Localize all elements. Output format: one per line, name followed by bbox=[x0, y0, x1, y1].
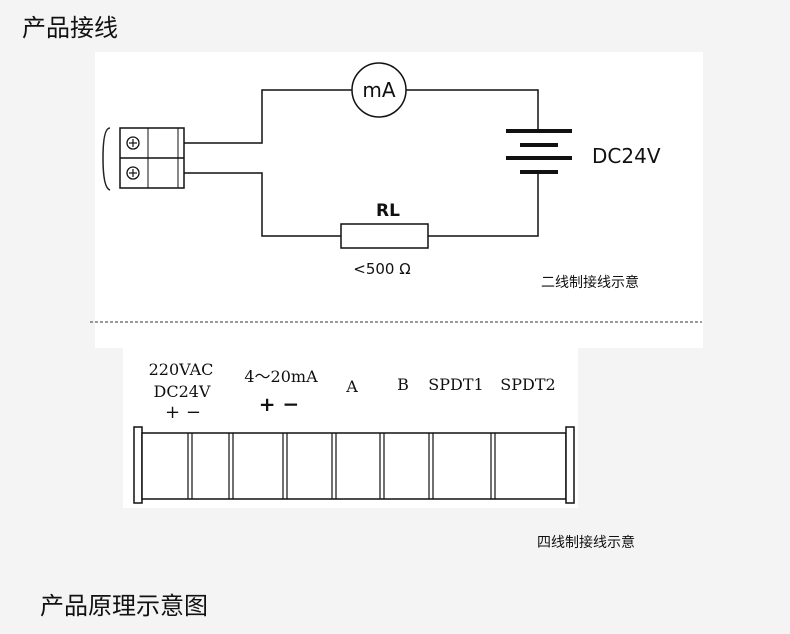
battery-symbol bbox=[506, 129, 572, 174]
bracket bbox=[102, 127, 111, 191]
terminal-polarity-signal: + − bbox=[259, 392, 299, 416]
resistor-symbol bbox=[340, 223, 429, 249]
strip-end-cap-right bbox=[565, 426, 575, 504]
resistor-value: <500 Ω bbox=[353, 260, 410, 278]
terminal-label-power: 220VAC bbox=[149, 360, 214, 379]
terminal-label-b: B bbox=[397, 375, 409, 394]
bottom-title: 产品原理示意图 bbox=[40, 592, 208, 620]
wire-bottom-right bbox=[428, 173, 539, 237]
meter-label: mA bbox=[362, 78, 395, 102]
resistor-label: RL bbox=[376, 201, 400, 221]
terminal-block bbox=[119, 127, 185, 189]
strip-body bbox=[141, 432, 567, 500]
terminal-label-signal: 4～20mA bbox=[244, 367, 318, 386]
wire-top bbox=[184, 89, 352, 144]
terminal-label-spdt2: SPDT2 bbox=[500, 375, 555, 394]
terminal-polarity-power: + − bbox=[165, 402, 201, 423]
terminal-label-power-dc: DC24V bbox=[154, 382, 211, 401]
terminal-label-spdt1: SPDT1 bbox=[428, 375, 483, 394]
terminal-label-a: A bbox=[345, 377, 358, 396]
milliammeter-symbol bbox=[351, 62, 407, 118]
four-wire-strip: 220VAC DC24V + − 4～20mA + − A B SPDT1 SP… bbox=[133, 360, 635, 551]
page-title: 产品接线 bbox=[22, 14, 118, 42]
supply-label: DC24V bbox=[592, 144, 661, 168]
terminal-dividers bbox=[187, 433, 496, 499]
wire-bottom-left bbox=[184, 172, 341, 237]
two-wire-circuit: mA DC24V RL <500 Ω 二线制接线示意 bbox=[102, 62, 661, 291]
strip-end-cap-left bbox=[133, 426, 143, 504]
two-wire-caption: 二线制接线示意 bbox=[541, 274, 639, 291]
wire-top-right bbox=[406, 89, 539, 130]
four-wire-caption: 四线制接线示意 bbox=[537, 534, 635, 551]
